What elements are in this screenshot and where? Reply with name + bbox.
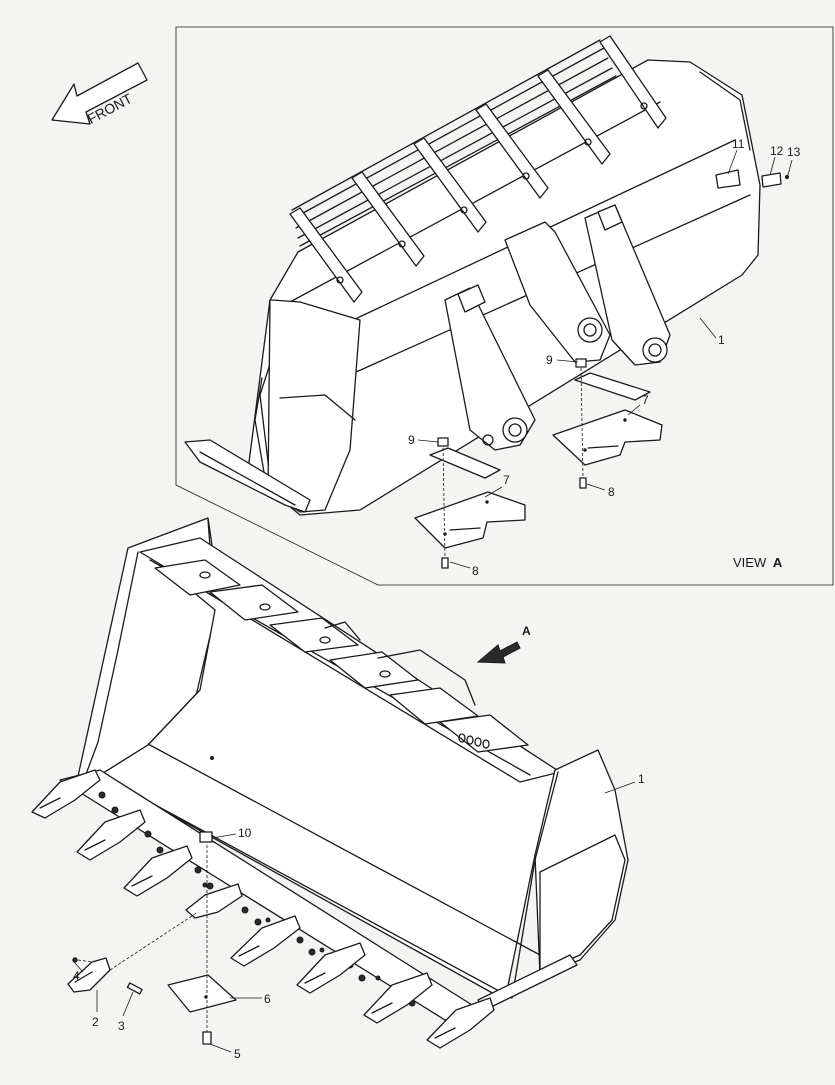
callout-10: 10 [238, 826, 252, 840]
callout-3: 3 [118, 1019, 125, 1033]
callout-11: 11 [732, 137, 745, 151]
callout-5: 5 [234, 1047, 241, 1061]
main-bucket [74, 517, 629, 1011]
tooth-6 [296, 942, 366, 994]
front-direction-arrow: FRONT [51, 62, 148, 127]
leader-lines [73, 149, 793, 1053]
view-a-direction-arrow: A [476, 624, 531, 664]
tooth-1 [31, 769, 101, 819]
callout-13: 13 [787, 145, 801, 159]
tooth-2 [76, 809, 146, 861]
tooth-4 [185, 883, 243, 919]
teeth-row [31, 769, 495, 1049]
callout-2: 2 [92, 1015, 99, 1029]
callout-1-view-a: 1 [718, 333, 725, 347]
callout-1-main: 1 [638, 772, 645, 786]
callout-7-left: 7 [503, 473, 510, 487]
callout-9-right: 9 [546, 353, 553, 367]
edge-bolt-holes [98, 791, 416, 1007]
view-a-bucket [184, 35, 790, 516]
callout-6: 6 [264, 992, 271, 1006]
exploded-tooth-point [67, 911, 199, 995]
callout-8-right: 8 [608, 485, 615, 499]
tooth-8 [426, 997, 495, 1049]
tooth-5 [230, 915, 301, 967]
view-a-frame [175, 26, 834, 586]
callout-9-left: 9 [408, 433, 415, 447]
view-a-shims [414, 358, 663, 569]
svg-text:A: A [522, 624, 531, 638]
callouts: 11 12 13 1 9 7 9 8 7 8 1 10 4 2 3 6 5 [73, 137, 801, 1061]
tooth-7 [363, 972, 433, 1024]
tooth-3 [123, 845, 193, 897]
view-a-caption: VIEW A [733, 555, 783, 570]
exploded-wear-plate [167, 831, 237, 1045]
callout-7-right: 7 [642, 393, 649, 407]
callout-12: 12 [770, 144, 784, 158]
callout-8-left: 8 [472, 564, 479, 578]
callout-4: 4 [73, 969, 80, 983]
